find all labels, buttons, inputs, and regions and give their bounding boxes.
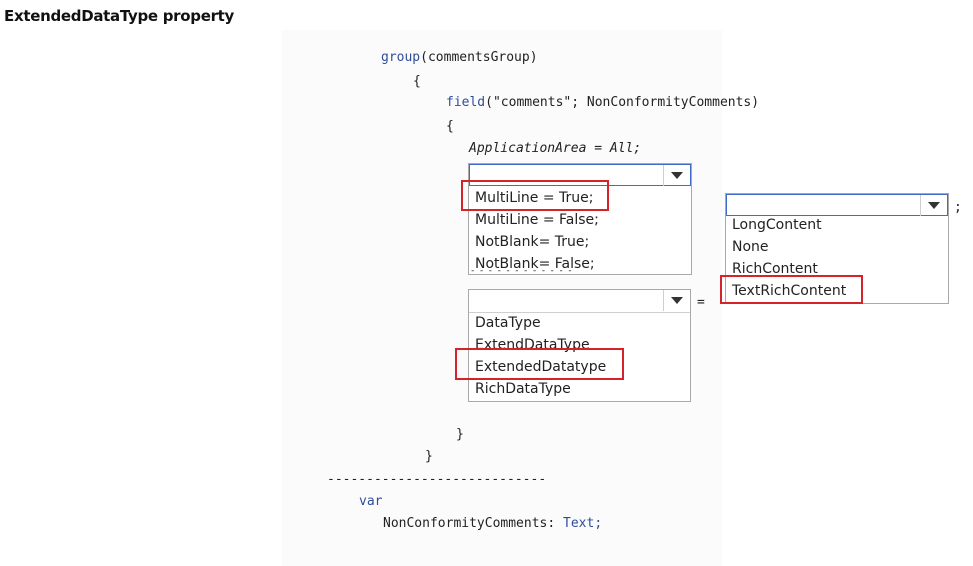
field-argument: ("comments"; NonConformityComments) — [485, 95, 760, 110]
field-keyword: field — [446, 95, 486, 110]
property-name-dropdown-select[interactable] — [469, 290, 690, 313]
value-option[interactable]: LongContent — [732, 217, 822, 233]
dash-underline: - - - - - - - - - - - - — [470, 266, 573, 276]
value-option[interactable]: TextRichContent — [732, 283, 847, 299]
property-name-dropdown[interactable]: DataType ExtendDataType ExtendedDatatype… — [468, 289, 691, 402]
var-name: NonConformityComments: — [383, 516, 564, 531]
value-option[interactable]: RichContent — [732, 261, 818, 277]
property-option[interactable]: MultiLine = False; — [475, 212, 599, 228]
highlight-box — [461, 180, 609, 211]
equals-sign: = — [697, 295, 705, 310]
chevron-down-icon[interactable] — [663, 165, 690, 186]
semicolon: ; — [954, 200, 962, 215]
property-option[interactable]: MultiLine = True; — [475, 190, 594, 206]
property-option[interactable]: NotBlank= True; — [475, 234, 590, 250]
open-brace: { — [413, 74, 421, 89]
close-brace: } — [425, 449, 433, 464]
page-title: ExtendedDataType property — [4, 7, 235, 25]
property-name-option[interactable]: RichDataType — [475, 381, 571, 397]
highlight-box — [455, 348, 624, 380]
application-area-line: ApplicationArea = All; — [469, 141, 642, 156]
field-line: field("comments"; NonConformityComments) — [446, 95, 759, 110]
property-name-option[interactable]: ExtendedDatatype — [475, 359, 607, 375]
highlight-box — [720, 275, 863, 304]
value-option[interactable]: None — [732, 239, 769, 255]
var-declaration: NonConformityComments: Text; — [383, 516, 602, 531]
var-type: Text; — [563, 516, 603, 531]
close-brace: } — [456, 427, 464, 442]
group-keyword: group — [381, 50, 421, 65]
var-keyword: var — [359, 494, 383, 509]
separator-line: ---------------------------- — [327, 472, 547, 487]
chevron-down-icon[interactable] — [920, 195, 947, 216]
property-option[interactable]: NotBlank= False; — [475, 256, 595, 272]
value-dropdown-select[interactable] — [726, 194, 948, 216]
open-brace: { — [446, 119, 454, 134]
group-line: group(commentsGroup) — [381, 50, 538, 65]
group-argument: (commentsGroup) — [420, 50, 538, 65]
property-name-option[interactable]: DataType — [475, 315, 541, 331]
chevron-down-icon[interactable] — [663, 290, 690, 311]
